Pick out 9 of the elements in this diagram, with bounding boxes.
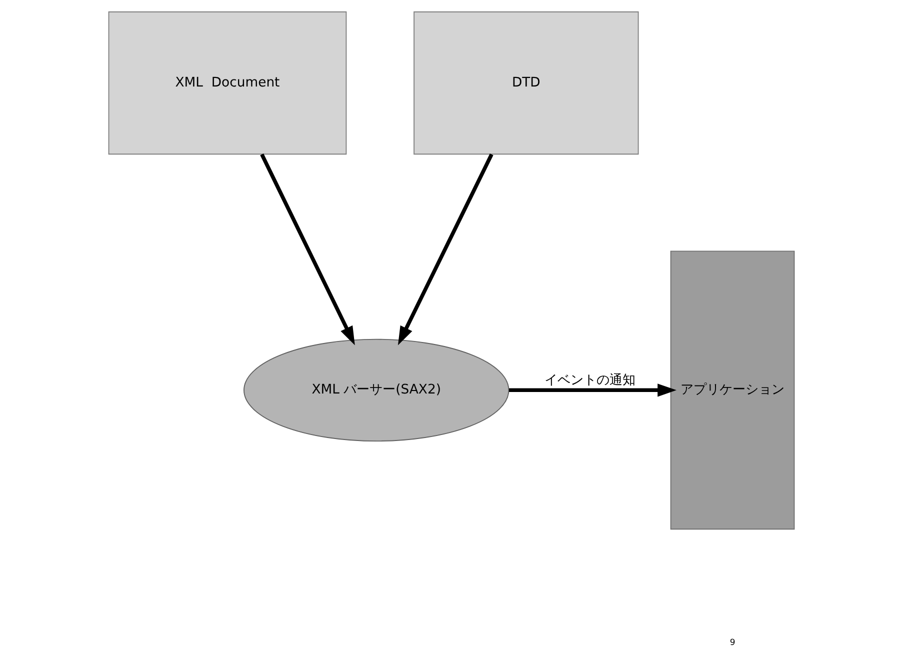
arrow	[398, 154, 494, 346]
label: 9	[730, 637, 736, 648]
arrow	[260, 154, 355, 346]
node-ellipse: XML バーサー(SAX2)	[244, 338, 510, 442]
edge-label: イベントの通知	[544, 372, 636, 388]
node-box: アプリケーション	[670, 250, 795, 530]
node-box: DTD	[414, 11, 639, 155]
arrow	[508, 384, 676, 397]
node-box: XML Document	[108, 11, 347, 155]
